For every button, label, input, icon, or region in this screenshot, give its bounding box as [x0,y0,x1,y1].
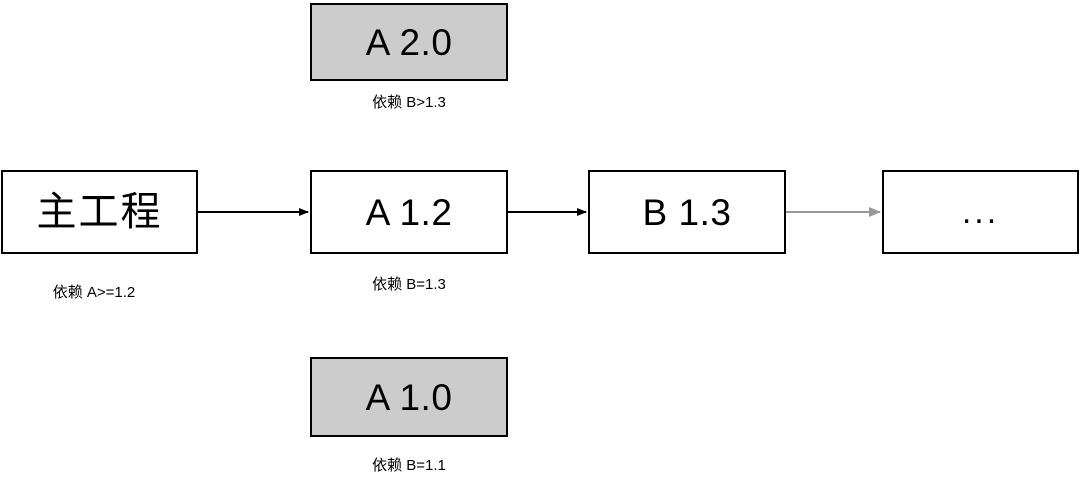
node-main-project[interactable]: 主工程 [1,170,198,254]
caption-a-1-2: 依赖 B=1.3 [372,276,446,293]
caption-a-2-0: 依赖 B>1.3 [372,94,446,111]
node-ellipsis-label: ... [961,193,1000,231]
node-b-1-3[interactable]: B 1.3 [588,170,786,254]
node-a-1-2[interactable]: A 1.2 [310,170,508,254]
node-b-1-3-label: B 1.3 [642,191,732,233]
node-a-2-0-label: A 2.0 [365,21,453,63]
node-ellipsis[interactable]: ... [882,170,1079,254]
node-a-2-0[interactable]: A 2.0 [310,3,508,81]
node-main-project-label: 主工程 [36,190,163,234]
caption-a-1-0: 依赖 B=1.1 [372,457,446,474]
node-a-1-0[interactable]: A 1.0 [310,357,508,437]
caption-main-project: 依赖 A>=1.2 [52,284,136,301]
node-a-1-0-label: A 1.0 [365,376,453,418]
node-a-1-2-label: A 1.2 [365,191,453,233]
